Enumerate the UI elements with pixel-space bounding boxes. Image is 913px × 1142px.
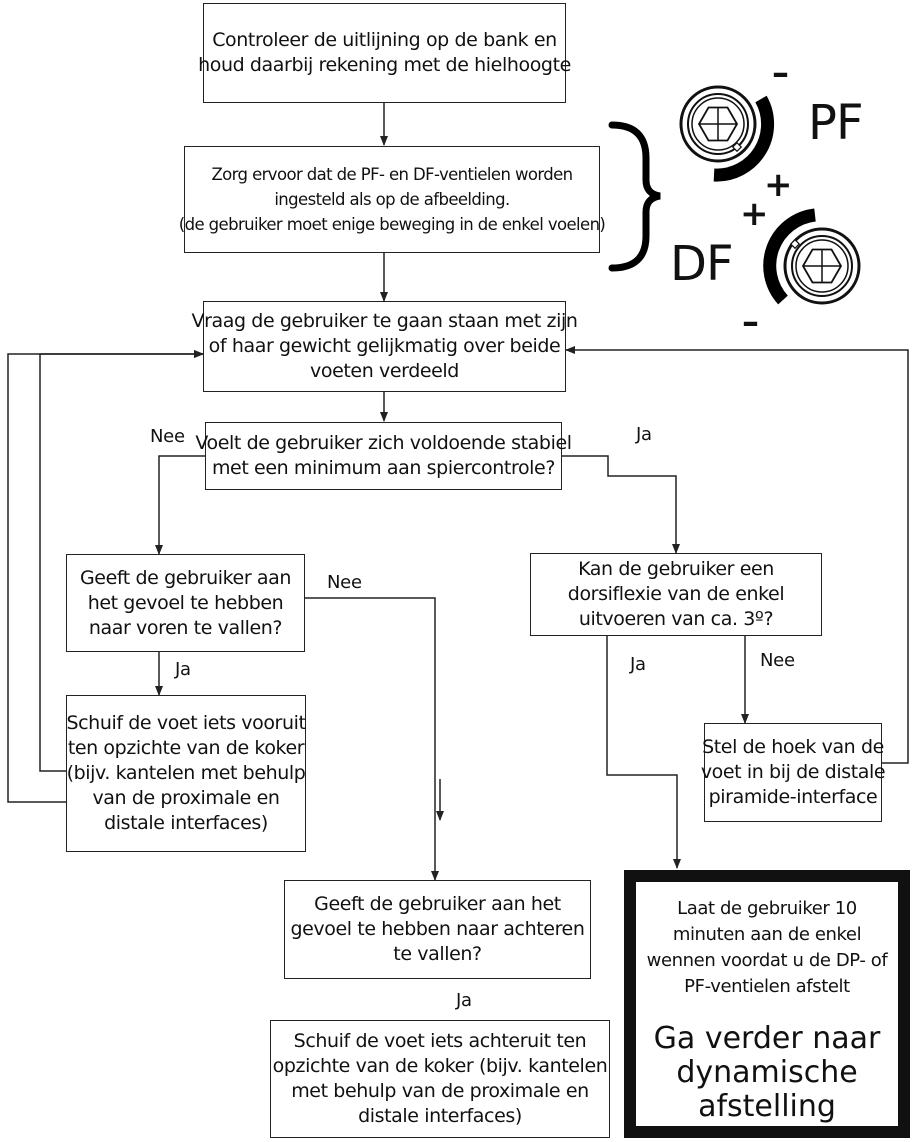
label-dorsi-yes: Ja [630, 654, 646, 675]
label-dorsi-no: Nee [760, 650, 795, 671]
final-instruction: Laat de gebruiker 10 minuten aan de enke… [647, 896, 888, 1000]
act-forward-line: ten opzichte van de koker [67, 737, 305, 759]
q-dorsi-line: Kan de gebruiker een [578, 558, 774, 580]
label-forward-no: Nee [327, 572, 362, 593]
df-minus-sign: – [742, 302, 759, 342]
q-backward-line: Geeft de gebruiker aan het [314, 893, 561, 915]
question-stable: Voelt de gebruiker zich voldoende stabie… [195, 422, 572, 490]
curly-brace [608, 121, 661, 272]
label-q1-no: Nee [150, 426, 185, 447]
action-shift-backward: Schuif de voet iets achteruit ten opzich… [270, 1020, 610, 1138]
final-instruction-line: Laat de gebruiker 10 [677, 898, 857, 919]
step2-line: Zorg ervoor dat de PF- en DF-ventielen w… [211, 165, 573, 184]
step-check-alignment: Controleer de uitlijning op de bank en h… [198, 3, 571, 103]
final-instruction-line: minuten aan de enkel [672, 924, 862, 945]
act-angle-line: Stel de hoek van de [702, 736, 884, 758]
arrow-q1-yes [562, 455, 680, 554]
question-fall-forward: Geeft de gebruiker aan het gevoel te heb… [66, 554, 305, 652]
df-label: DF [670, 236, 734, 292]
arrow-forward-no [305, 597, 439, 881]
q-forward-line: naar voren te vallen? [88, 616, 283, 639]
act-backward-line: opzichte van de koker (bijv. kantelen [272, 1055, 608, 1077]
act-backward-line: met behulp van de proximale en [291, 1080, 589, 1102]
final-instruction-line: PF-ventielen afstelt [684, 976, 850, 997]
act-forward-line: van de proximale en [92, 787, 280, 809]
q-dorsi-line: uitvoeren van ca. 3º? [578, 608, 774, 630]
step-stand-up: Vraag de gebruiker te gaan staan met zij… [192, 301, 578, 392]
final-next-line: dynamische [676, 1055, 858, 1090]
q-dorsi-line: dorsiflexie van de enkel [567, 583, 785, 605]
q1-line: Voelt de gebruiker zich voldoende stabie… [195, 432, 572, 454]
question-dorsiflexion: Kan de gebruiker een dorsiflexie van de … [530, 553, 822, 636]
step-set-valves: Zorg ervoor dat de PF- en DF-ventielen w… [179, 146, 606, 253]
final-next-line: Ga verder naar [653, 1021, 881, 1056]
label-q1-yes: Ja [636, 424, 652, 445]
step3-line: of haar gewicht gelijkmatig over beide [208, 335, 561, 357]
final-step-box: Laat de gebruiker 10 minuten aan de enke… [624, 870, 910, 1138]
label-backward-yes: Ja [456, 990, 472, 1011]
question-fall-backward: Geeft de gebruiker aan het gevoel te heb… [284, 880, 591, 979]
q-backward-line: te vallen? [393, 943, 482, 965]
act-backward-line: Schuif de voet iets achteruit ten [293, 1030, 587, 1052]
df-plus-sign: + [740, 194, 769, 234]
df-valve-icon [763, 208, 861, 305]
q-forward-line: het gevoel te hebben [87, 591, 284, 614]
arrow-dorsi-yes [606, 636, 681, 869]
final-instruction-line: wennen voordat u de DP- of [646, 950, 888, 971]
final-next-line: afstelling [698, 1089, 836, 1124]
q-forward-line: Geeft de gebruiker aan [79, 566, 292, 589]
act-forward-line: Schuif de voet iets vooruit [66, 712, 306, 734]
act-forward-line: distale interfaces) [104, 812, 268, 834]
step3-line: Vraag de gebruiker te gaan staan met zij… [191, 310, 578, 332]
action-shift-forward: Schuif de voet iets vooruit ten opzichte… [66, 695, 306, 852]
pf-valve-icon [679, 85, 775, 182]
step2-line: ingesteld als op de afbeelding. [274, 190, 510, 209]
step2-line: (de gebruiker moet enige beweging in de … [178, 215, 606, 234]
step3-line: voeten verdeeld [310, 360, 459, 382]
act-forward-line: (bijv. kantelen met behulp [66, 762, 306, 784]
arrow-act-angle-return [565, 346, 909, 764]
act-angle-line: voet in bij de distale [700, 761, 886, 783]
q-backward-line: gevoel te hebben naar achteren [290, 918, 585, 940]
act-backward-line: distale interfaces) [358, 1105, 522, 1127]
act-angle-line: piramide-interface [708, 786, 878, 808]
label-forward-yes: Ja [175, 659, 191, 680]
pf-minus-sign: – [772, 53, 789, 93]
final-next-step: Ga verder naar dynamische afstelling [654, 1022, 881, 1124]
q1-line: met een minimum aan spiercontrole? [211, 457, 556, 479]
action-set-foot-angle: Stel de hoek van de voet in bij de dista… [700, 723, 886, 822]
pf-label: PF [808, 95, 864, 151]
step1-line: Controleer de uitlijning op de bank en [212, 29, 557, 51]
arrow-q1-no [155, 455, 205, 555]
pf-plus-sign: + [764, 165, 793, 205]
step1-line: houd daarbij rekening met de hielhoogte [198, 54, 571, 76]
